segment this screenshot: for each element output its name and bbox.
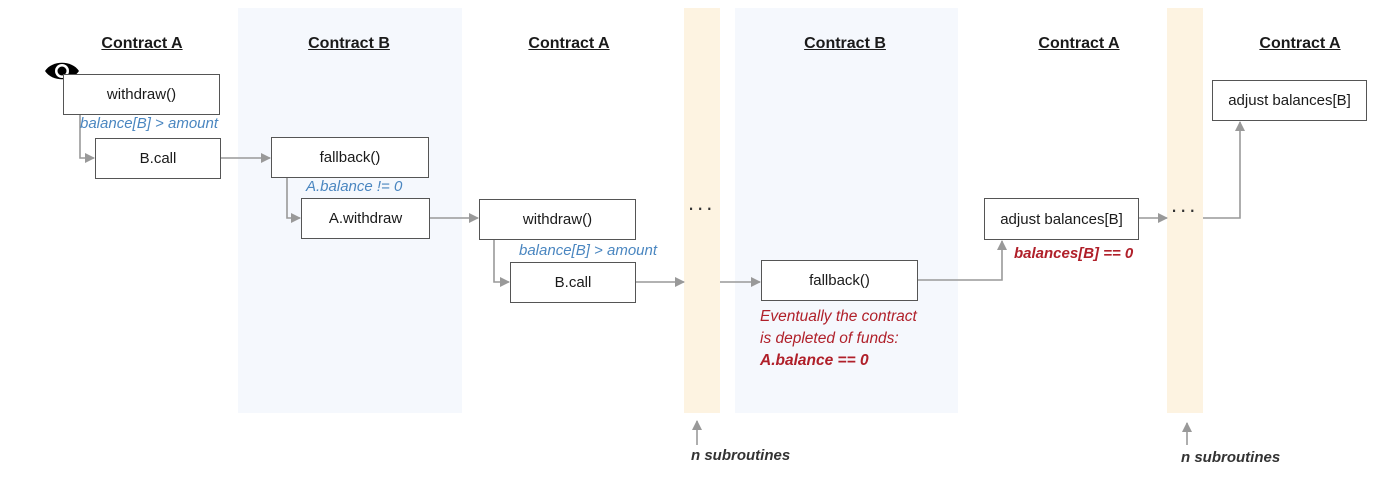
condition-balance-gt-amount-2: balance[B] > amount xyxy=(519,242,658,259)
subroutines-label-2: n subroutines xyxy=(1181,449,1281,466)
adjust-balances-box-1: adjust balances[B] xyxy=(984,198,1139,240)
header-contract-a-2: Contract A xyxy=(528,35,610,52)
ellipsis-1: ... xyxy=(688,190,716,215)
depletion-note-line-3: A.balance == 0 xyxy=(760,352,869,369)
fallback-box-1: fallback() xyxy=(271,137,429,178)
subroutines-label-1: n subroutines xyxy=(691,447,791,464)
condition-a-balance-not-zero: A.balance != 0 xyxy=(306,178,403,195)
depletion-note-line-1: Eventually the contract xyxy=(760,308,917,325)
withdraw-box-1: withdraw() xyxy=(63,74,220,115)
depletion-note: Eventually the contract is depleted of f… xyxy=(760,306,917,372)
header-contract-a-3: Contract A xyxy=(1038,35,1120,52)
fallback-box-2: fallback() xyxy=(761,260,918,301)
lane-contract-b-2 xyxy=(735,8,958,413)
depletion-note-line-2: is depleted of funds: xyxy=(760,330,899,347)
b-call-box-2: B.call xyxy=(510,262,636,303)
ellipsis-2: ... xyxy=(1171,192,1199,217)
header-contract-a-4: Contract A xyxy=(1259,35,1341,52)
condition-balances-zero: balances[B] == 0 xyxy=(1014,245,1134,262)
a-withdraw-box: A.withdraw xyxy=(301,198,430,239)
lane-subroutines-2 xyxy=(1167,8,1203,413)
adjust-balances-box-2: adjust balances[B] xyxy=(1212,80,1367,121)
condition-balance-gt-amount-1: balance[B] > amount xyxy=(80,115,219,132)
header-contract-b-2: Contract B xyxy=(804,35,886,52)
header-contract-a-1: Contract A xyxy=(101,35,183,52)
withdraw-box-2: withdraw() xyxy=(479,199,636,240)
header-contract-b-1: Contract B xyxy=(308,35,390,52)
b-call-box-1: B.call xyxy=(95,138,221,179)
lane-subroutines-1 xyxy=(684,8,720,413)
